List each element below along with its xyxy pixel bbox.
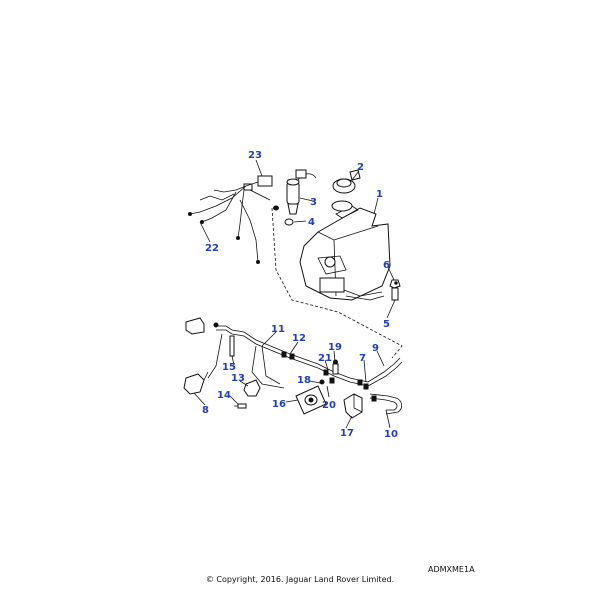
- leader-lines: [193, 159, 396, 429]
- callout-5: 5: [383, 319, 390, 330]
- callout-10: 10: [384, 429, 398, 440]
- callout-8: 8: [202, 405, 209, 416]
- callout-22: 22: [205, 243, 219, 254]
- hose-clip: [229, 335, 235, 357]
- callout-9: 9: [372, 343, 379, 354]
- callout-1: 1: [376, 189, 383, 200]
- callout-18: 18: [297, 375, 311, 386]
- callout-21: 21: [318, 353, 332, 364]
- washer-jet: [183, 371, 209, 395]
- callout-13: 13: [231, 373, 245, 384]
- callout-11: 11: [271, 324, 285, 335]
- callout-6: 6: [383, 260, 390, 271]
- callout-15: 15: [222, 362, 236, 373]
- callout-19: 19: [328, 342, 342, 353]
- wiring-harness: [188, 175, 273, 264]
- diagram-reference-code: ADMXME1A: [428, 565, 475, 574]
- callout-2: 2: [357, 162, 364, 173]
- assembly-link-line: [271, 207, 403, 359]
- filler-cap: [332, 169, 361, 194]
- callout-labels: 1 2 3 4 5 6 7 8 9 10 11 12 13 14 15 16 1…: [202, 150, 398, 440]
- callout-23: 23: [248, 150, 262, 161]
- callout-14: 14: [217, 390, 231, 401]
- check-valve: [332, 359, 339, 375]
- washer-jet-upper: [185, 317, 219, 335]
- washer-hose: [207, 325, 403, 415]
- washer-pump: [286, 169, 317, 215]
- jet-bracket: [243, 379, 261, 397]
- copyright-notice: © Copyright, 2016. Jaguar Land Rover Lim…: [205, 575, 395, 584]
- callout-16: 16: [272, 399, 286, 410]
- fixing-bolt: [389, 279, 401, 301]
- callout-12: 12: [292, 333, 306, 344]
- callout-17: 17: [340, 428, 354, 439]
- small-seal: [273, 205, 279, 211]
- callout-20: 20: [322, 400, 336, 411]
- grommet-plate: [295, 385, 327, 415]
- bracket-screw: [234, 403, 247, 409]
- callout-4: 4: [308, 217, 315, 228]
- hose-connectors: [281, 351, 377, 402]
- callout-3: 3: [310, 197, 317, 208]
- hose-bracket: [343, 393, 363, 419]
- callout-7: 7: [359, 353, 366, 364]
- washer-reservoir: [299, 200, 391, 301]
- pump-grommet: [284, 218, 294, 226]
